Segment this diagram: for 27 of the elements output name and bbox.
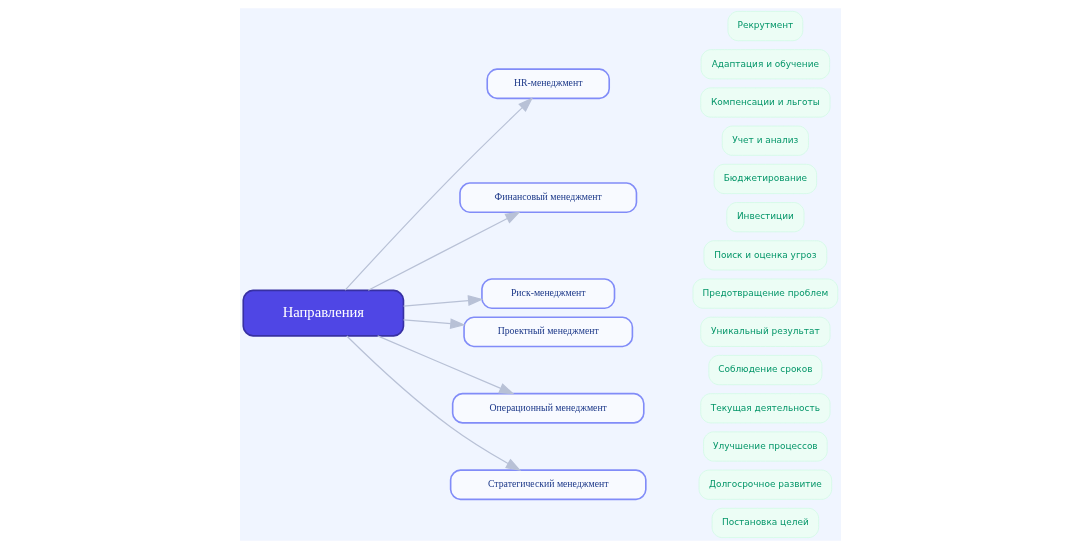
node-box: Риск-менеджмент — [480, 278, 615, 310]
arrow — [376, 335, 514, 395]
node-box: Учет и анализ — [721, 125, 809, 156]
node-box: Бюджетирование — [713, 163, 817, 194]
node-box: Улучшение процессов — [702, 431, 828, 462]
node-box: Постановка целей — [711, 507, 819, 538]
node-box: Направления — [241, 289, 404, 337]
node-box: Рекрутмент — [727, 11, 803, 42]
node-box: Предотвращение проблем — [692, 278, 838, 309]
node-box: Уникальный результат — [699, 316, 830, 347]
node-box: Операционный менеджмент — [451, 392, 645, 424]
node-box: Поиск и оценка угроз — [703, 240, 827, 271]
node-box: Текущая деятельность — [699, 393, 830, 424]
node-box: Долгосрочное развитие — [698, 469, 832, 500]
node-box: Стратегический менеджмент — [449, 469, 647, 501]
node-box: Инвестиции — [725, 202, 804, 233]
arrow — [367, 211, 521, 291]
node-box: Адаптация и обучение — [700, 49, 830, 80]
arrow — [345, 335, 521, 471]
arrow — [402, 295, 483, 307]
node-box: Проектный менеджмент — [462, 316, 633, 348]
node-box: Соблюдение сроков — [707, 355, 822, 386]
node-box: HR-менеджмент — [485, 68, 610, 100]
node-box: Компенсации и льготы — [699, 87, 830, 118]
arrow — [402, 318, 466, 330]
arrow — [344, 97, 533, 291]
node-box: Финансовый менеджмент — [458, 182, 637, 214]
